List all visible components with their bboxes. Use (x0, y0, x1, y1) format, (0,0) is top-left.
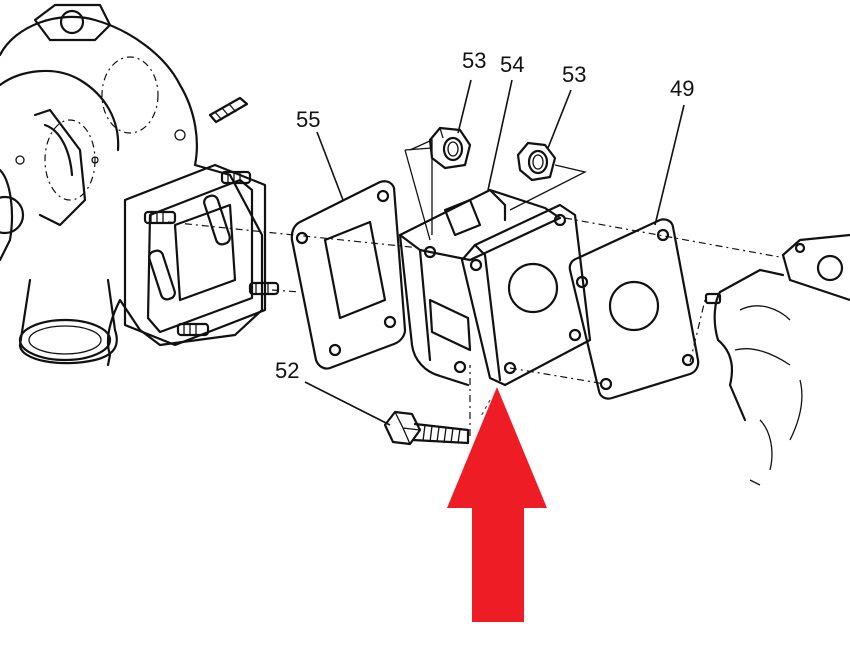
callout-labels: 55 53 54 53 49 52 (275, 48, 694, 383)
callout-leaders (304, 79, 685, 426)
flange-stud-top (220, 170, 252, 185)
flange-stud-left (143, 210, 177, 225)
flange-stud-right (248, 281, 280, 296)
callout-52: 52 (275, 358, 299, 383)
centerlines (167, 147, 786, 436)
bolt-52 (383, 410, 470, 446)
nut-53-left (428, 126, 472, 170)
callout-55: 55 (296, 107, 320, 132)
turbocharger (0, 3, 280, 367)
adapter-54 (398, 138, 562, 387)
flange-plate (460, 203, 592, 387)
gasket-49 (568, 218, 700, 400)
callout-53-right: 53 (562, 62, 586, 87)
callout-53-left: 53 (462, 48, 486, 73)
nut-53-right (516, 141, 557, 182)
exhaust-manifold (704, 233, 850, 486)
gasket-55 (290, 180, 407, 370)
callout-49: 49 (670, 76, 694, 101)
up-arrow-icon (447, 387, 547, 622)
flange-stud-bottom (176, 322, 210, 337)
callout-54: 54 (500, 52, 524, 77)
